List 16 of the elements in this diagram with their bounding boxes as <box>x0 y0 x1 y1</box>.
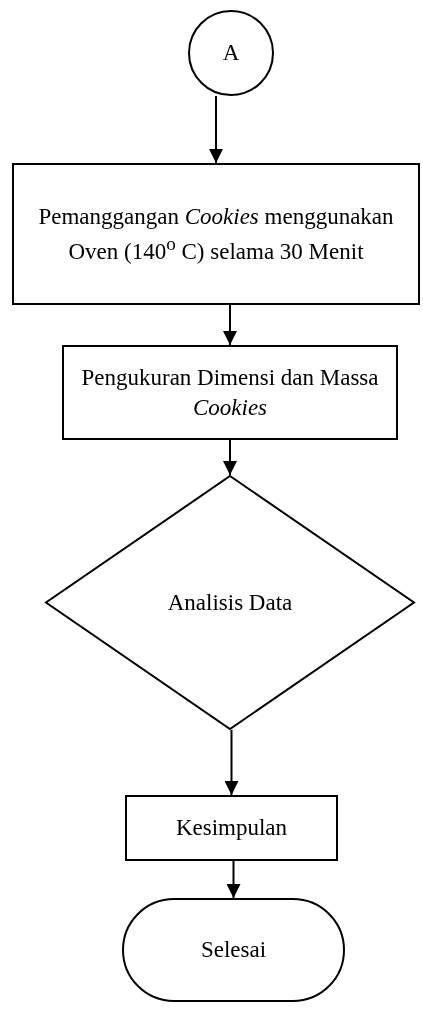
arrow <box>209 95 223 164</box>
node-label: Pemanggangan Cookies menggunakan Oven (140$^{o}$ C) selama 30 Menit <box>37 202 395 266</box>
node-label: Kesimpulan <box>175 814 288 843</box>
arrow <box>224 729 239 796</box>
process-box <box>12 163 420 305</box>
arrow <box>223 304 237 346</box>
node-label: Selesai <box>200 936 267 965</box>
connector-circle <box>188 10 274 96</box>
arrow <box>226 860 241 899</box>
node-label: A <box>222 39 240 68</box>
process-box <box>125 795 338 861</box>
process-box <box>62 345 398 440</box>
decision-diamond <box>45 475 415 730</box>
node-label: Analisis Data <box>167 588 293 617</box>
node-label: Pengukuran Dimensi dan Massa Cookies <box>80 363 380 422</box>
arrow <box>223 439 237 476</box>
